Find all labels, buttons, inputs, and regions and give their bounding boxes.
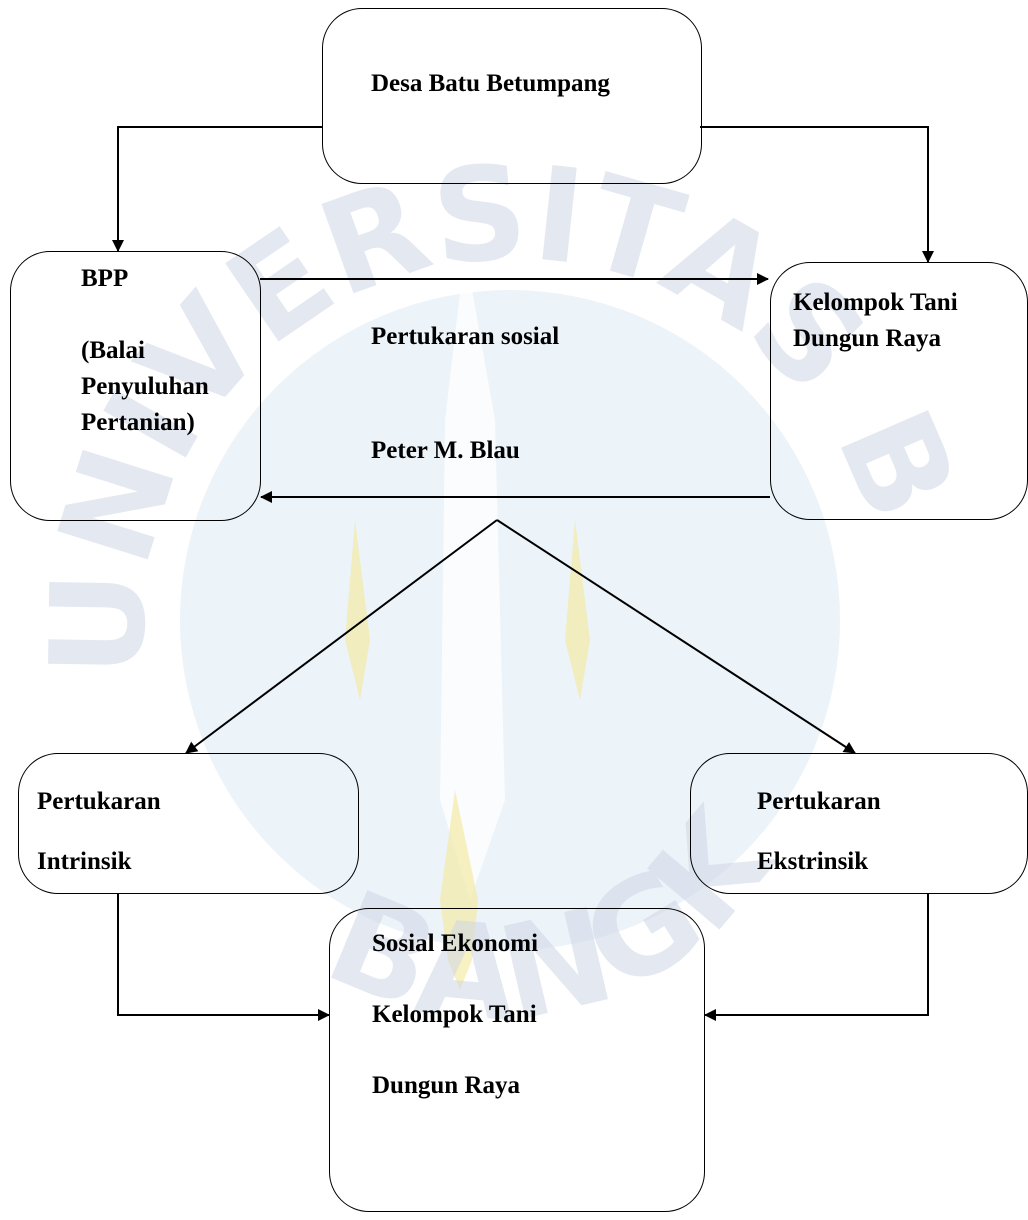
intrinsik-line-1: Pertukaran [37,788,161,815]
edge-ekstrinsik-to-sosial [704,893,929,1021]
bpp-sub-line-3: Pertanian) [81,409,195,436]
ekstrinsik-line-1: Pertukaran [757,788,881,815]
watermark-pen-left [345,520,370,700]
edge-apex-to-intrinsik [185,519,498,754]
ekstrinsik-line-2: Ekstrinsik [757,848,869,875]
watermark-pen-center [440,250,505,900]
watermark-pen-tip [440,790,478,990]
peter-blau-label: Peter M. Blau [371,437,520,464]
bpp-label: BPP [81,265,129,292]
edge-desa-to-kelompok [700,126,934,263]
kelompok-line-1: Kelompok Tani [793,289,958,316]
bpp-sub-line-1: (Balai [81,337,145,364]
kelompok-line-2: Dungun Raya [793,325,941,352]
sosial-line-3: Dungun Raya [372,1072,520,1099]
watermark-pen-right [565,520,590,700]
node-sosial-ekonomi [329,908,705,1212]
sosial-line-2: Kelompok Tani [372,1001,537,1028]
desa-label: Desa Batu Betumpang [371,70,610,97]
edge-desa-to-bpp [112,126,322,252]
intrinsik-line-2: Intrinsik [37,848,132,875]
bpp-sub-line-2: Penyuluhan [81,373,209,400]
edge-apex-to-ekstrinsik [496,519,856,754]
node-desa-batu-betumpang [322,8,702,184]
node-pertukaran-intrinsik [18,753,359,894]
pertukaran-sosial-label: Pertukaran sosial [371,323,560,350]
edge-intrinsik-to-sosial [117,893,330,1021]
node-bpp [10,251,261,521]
sosial-line-1: Sosial Ekonomi [372,930,539,957]
